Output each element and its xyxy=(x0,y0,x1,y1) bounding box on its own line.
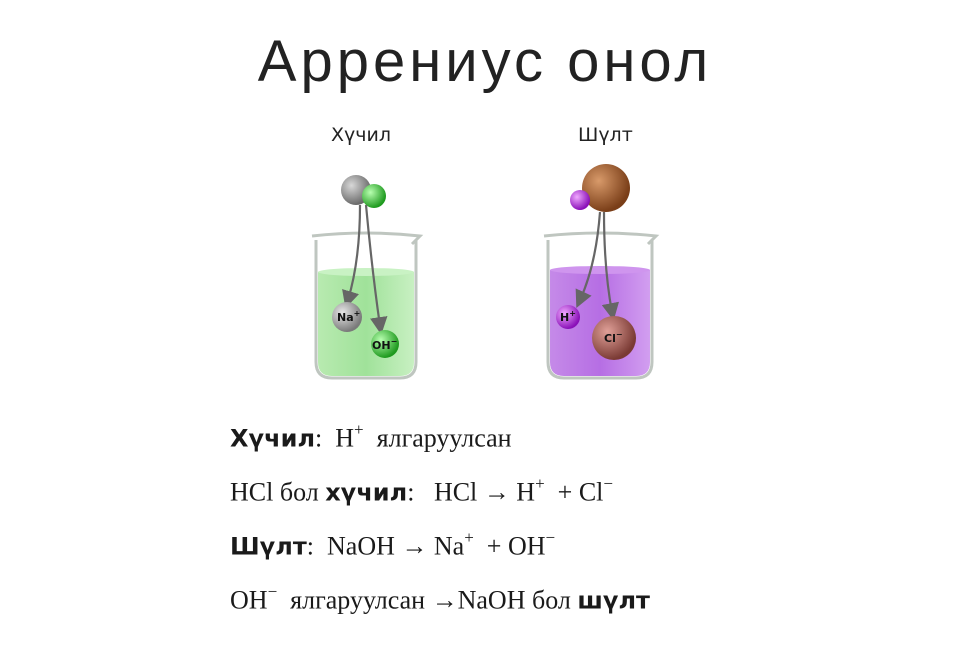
arrow-left-a xyxy=(342,204,362,309)
hydroxide-ion xyxy=(371,330,399,358)
arrow-left-b xyxy=(364,204,388,335)
equation-acid-definition: Хүчил: H+ ялгаруулсан xyxy=(230,420,512,453)
hydroxide-ion-label: OH− xyxy=(372,337,397,352)
sodium-ion-label: Na+ xyxy=(337,309,360,324)
chloride-ion-label: Cl− xyxy=(604,330,623,345)
equation-base-definition: Шүлт: NaOH → Na+ + OH− xyxy=(230,528,556,561)
equation-keyword: хүчил xyxy=(325,478,408,507)
chlorine-atom xyxy=(362,184,386,208)
equation-keyword: Хүчил xyxy=(230,424,316,453)
copper-atom xyxy=(582,164,630,212)
equation-hcl-acid: HCl бол хүчил: HCl → H+ + Cl− xyxy=(230,474,613,507)
equation-naoh-base: OH− ялгаруулсан →NaOH бол шүлт xyxy=(230,582,650,615)
equation-keyword: шүлт xyxy=(577,586,650,615)
base-beaker xyxy=(543,231,660,380)
beaker-illustration: Na+ OH− H+ Cl− xyxy=(311,164,660,380)
page-title: Аррениус онол xyxy=(257,29,713,94)
hydrogen-atom xyxy=(570,190,590,210)
chloride-ion xyxy=(592,316,636,360)
sodium-ion xyxy=(332,302,362,332)
base-beaker-label: Шүлт xyxy=(578,124,633,146)
acid-beaker xyxy=(311,231,424,380)
hydrogen-ion-label: H+ xyxy=(560,309,576,324)
equation-keyword: Шүлт xyxy=(230,532,307,561)
arrow-right-b xyxy=(601,211,619,321)
hydrogen-ion xyxy=(556,305,580,329)
acid-beaker-label: Хүчил xyxy=(331,124,391,146)
arrow-right-a xyxy=(575,211,602,309)
